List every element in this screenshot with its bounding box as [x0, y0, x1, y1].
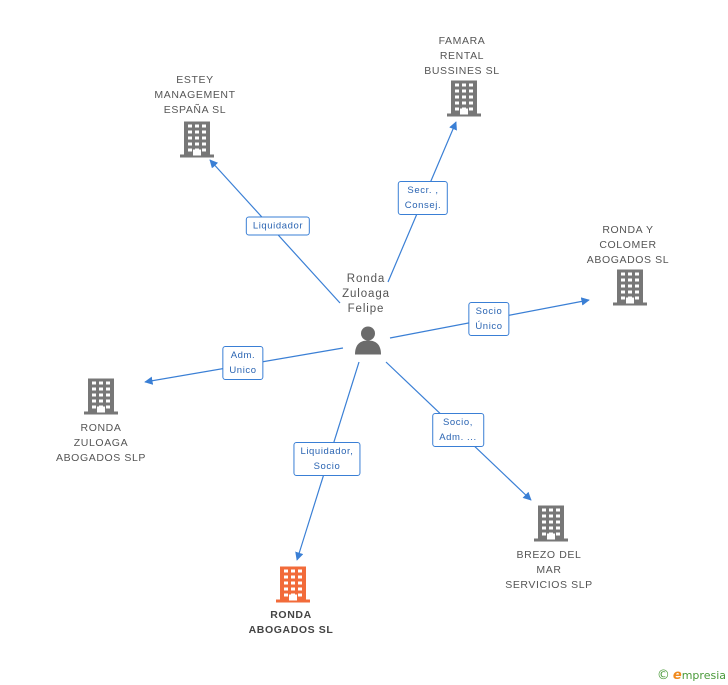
- person-name-line: Ronda: [346, 273, 386, 285]
- company-name-estey-line: MANAGEMENT: [154, 89, 236, 101]
- company-name-zuloaga: RONDA ZULOAGA ABOGADOS SLP: [56, 421, 146, 466]
- company-name-zuloaga-line: ABOGADOS SLP: [55, 452, 147, 464]
- edge-label-estey-line: Liquidador: [252, 220, 304, 232]
- company-name-famara: FAMARA RENTAL BUSSINES SL: [424, 34, 499, 79]
- empresia-watermark: ©empresia: [657, 668, 726, 683]
- edge-label-brezo-line: Adm. ...: [439, 432, 477, 443]
- building-icon[interactable]: [180, 121, 214, 163]
- building-shape: [534, 505, 568, 542]
- building-icon[interactable]: [613, 269, 647, 311]
- building-shape: [180, 121, 214, 158]
- edge-label-ronda-line: Liquidador,: [300, 446, 354, 457]
- edge-label-colomer-line: Socio: [475, 306, 503, 317]
- company-name-famara-line: RENTAL: [439, 50, 485, 62]
- company-name-ronda: RONDA ABOGADOS SL: [249, 608, 334, 638]
- edge-label-colomer-line: Único: [475, 321, 503, 332]
- edge-label-ronda-line: Socio: [313, 461, 341, 472]
- company-name-colomer-line: ABOGADOS SL: [586, 254, 670, 266]
- company-name-famara-line: FAMARA: [438, 35, 486, 47]
- company-name-estey: ESTEY MANAGEMENT ESPAÑA SL: [154, 73, 235, 118]
- company-name-brezo-line: BREZO DEL: [516, 549, 582, 561]
- person-icon[interactable]: [353, 325, 383, 360]
- edge-label-brezo-line: Socio,: [442, 417, 473, 428]
- company-name-estey-line: ESPAÑA SL: [163, 104, 227, 116]
- company-name-ronda-line: ABOGADOS SL: [248, 624, 334, 636]
- building-shape: [613, 269, 647, 306]
- company-name-zuloaga-line: ZULOAGA: [73, 437, 129, 449]
- building-shape: [447, 80, 481, 117]
- company-name-zuloaga-line: RONDA: [80, 422, 122, 434]
- person-shape: [355, 326, 381, 355]
- edge-label-zuloaga-line: Adm.: [230, 350, 256, 361]
- building-icon[interactable]: [534, 505, 568, 547]
- company-name-estey-line: ESTEY: [176, 74, 214, 86]
- company-name-colomer-line: COLOMER: [599, 239, 657, 251]
- edge-label-zuloaga[interactable]: Adm. Unico: [222, 346, 264, 380]
- company-name-brezo-line: SERVICIOS SLP: [505, 579, 593, 591]
- building-shape: [276, 566, 310, 603]
- edge-label-ronda[interactable]: Liquidador, Socio: [293, 442, 361, 476]
- person-name-line: Felipe: [347, 303, 385, 315]
- person-name-line: Zuloaga: [342, 288, 390, 300]
- company-name-brezo: BREZO DEL MAR SERVICIOS SLP: [505, 548, 593, 593]
- company-name-famara-line: BUSSINES SL: [424, 65, 500, 77]
- building-shape: [84, 378, 118, 415]
- edge-label-zuloaga-line: Unico: [229, 365, 257, 376]
- edge-label-famara-line: Consej.: [404, 200, 442, 211]
- edge-label-brezo[interactable]: Socio, Adm. ...: [432, 413, 484, 447]
- company-name-ronda-line: RONDA: [270, 609, 312, 621]
- building-icon[interactable]: [276, 566, 310, 608]
- brand-name: mpresia: [681, 669, 726, 682]
- edge-label-famara-line: Secr. ,: [407, 185, 439, 196]
- edge-label-famara[interactable]: Secr. , Consej.: [397, 181, 449, 215]
- copyright-symbol: ©: [656, 668, 670, 683]
- edge-label-estey[interactable]: Liquidador: [245, 216, 311, 236]
- building-icon[interactable]: [84, 378, 118, 420]
- brand-initial: e: [672, 668, 682, 683]
- company-name-colomer: RONDA Y COLOMER ABOGADOS SL: [587, 223, 669, 268]
- building-icon[interactable]: [447, 80, 481, 122]
- company-name-brezo-line: MAR: [536, 564, 562, 576]
- company-name-colomer-line: RONDA Y: [602, 224, 654, 236]
